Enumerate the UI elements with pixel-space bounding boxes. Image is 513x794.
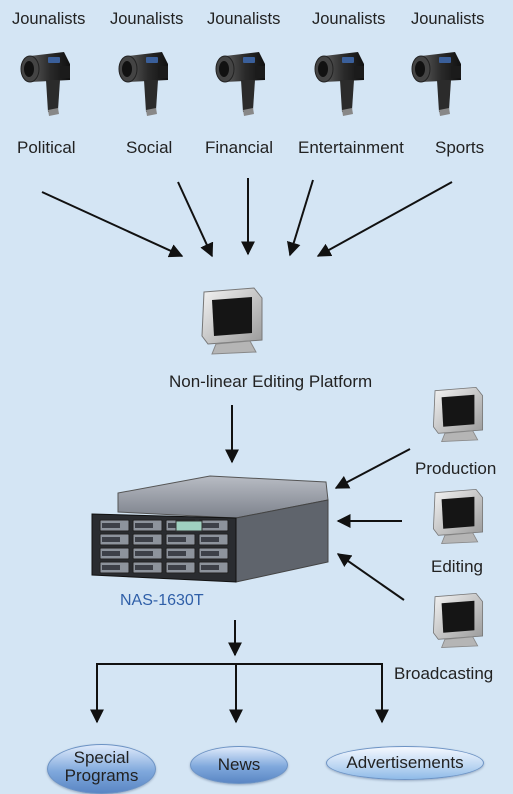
video-camera-icon — [411, 51, 462, 117]
output-bracket — [96, 663, 383, 722]
category-label: Political — [17, 138, 76, 157]
video-camera-icon — [20, 51, 71, 117]
output-label: News — [217, 755, 261, 774]
journalist-label: Jounalists — [411, 10, 485, 28]
output-pill: News — [190, 746, 288, 784]
output-label: Special — [73, 748, 130, 767]
nas-label: NAS-1630T — [120, 592, 204, 609]
output-label: Advertisements — [346, 753, 464, 772]
video-camera-icon — [118, 51, 169, 117]
journalist-label: Jounalists — [12, 10, 86, 28]
category-label: Sports — [435, 138, 485, 157]
flow-arrow — [41, 191, 184, 258]
flow-arrow — [336, 553, 405, 601]
flow-arrow — [177, 181, 214, 258]
output-pill: Advertisements — [326, 746, 484, 780]
category-label: Social — [126, 138, 173, 157]
workstation-label: Editing — [431, 557, 483, 576]
crt-monitor-icon — [201, 287, 263, 355]
flow-arrow — [334, 448, 411, 489]
category-label: Financial — [205, 138, 274, 157]
flow-arrow — [316, 181, 453, 257]
output-label: Programs — [64, 766, 139, 785]
crt-monitor-icon — [432, 592, 484, 648]
flow-arrow — [287, 179, 314, 257]
video-camera-icon — [314, 51, 365, 117]
platform-label: Non-linear Editing Platform — [169, 372, 373, 391]
journalist-label: Jounalists — [110, 10, 184, 28]
category-label: Entertainment — [298, 138, 404, 157]
rack-server-icon — [91, 475, 329, 583]
crt-monitor-icon — [432, 488, 484, 544]
journalist-label: Jounalists — [207, 10, 281, 28]
video-camera-icon — [215, 51, 266, 117]
workstation-label: Broadcasting — [394, 664, 494, 683]
crt-monitor-icon — [432, 386, 484, 442]
workstation-label: Production — [415, 459, 497, 478]
journalist-label: Jounalists — [312, 10, 386, 28]
